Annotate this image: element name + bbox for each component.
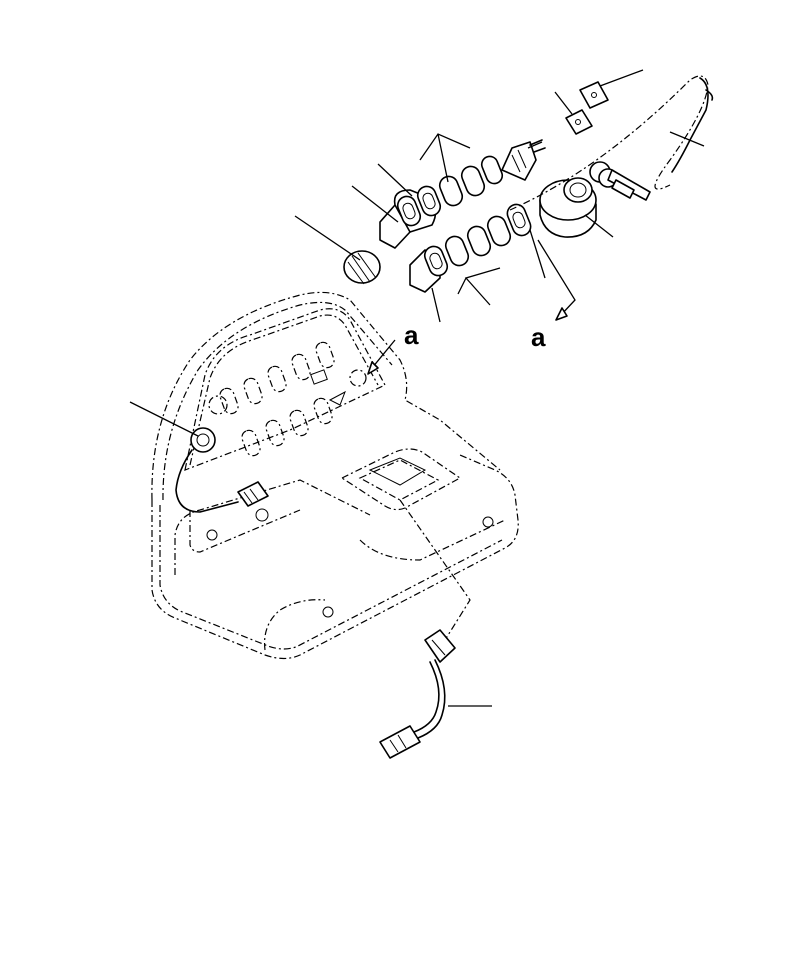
reference-label-lower: a xyxy=(531,322,546,352)
console-panel xyxy=(151,291,519,660)
rotary-knob xyxy=(343,250,381,285)
switch-row-lower xyxy=(409,203,532,293)
ignition-switch xyxy=(539,161,651,238)
console-connector-left xyxy=(175,427,269,513)
reference-label-upper: a xyxy=(404,320,419,350)
leader-lines xyxy=(129,69,705,707)
connector-small xyxy=(501,139,546,181)
decal-plates xyxy=(565,81,609,135)
plug-harness xyxy=(379,499,471,759)
cable-harness-upper xyxy=(509,75,714,211)
switch-row-upper xyxy=(379,155,504,249)
